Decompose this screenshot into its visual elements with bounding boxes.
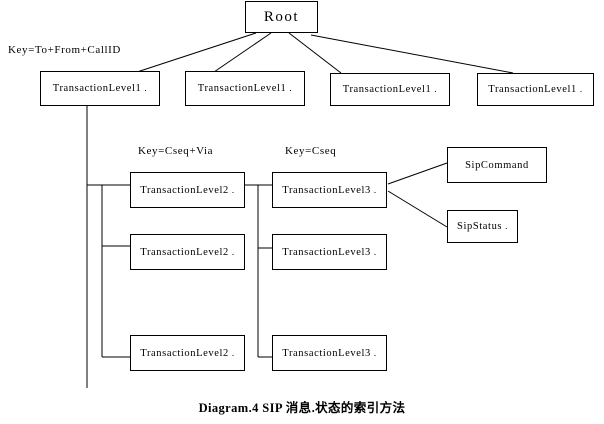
trailing-dot: . xyxy=(231,184,235,195)
trailing-dot: . xyxy=(579,84,583,94)
node-label: TransactionLevel2 xyxy=(140,347,229,359)
node-transaction-level1-1: TransactionLevel1. xyxy=(40,71,160,106)
node-sip-status: SipStatus. xyxy=(447,210,518,243)
node-transaction-level2-2: TransactionLevel2. xyxy=(130,234,245,270)
trailing-dot: . xyxy=(231,246,235,257)
node-transaction-level1-2: TransactionLevel1. xyxy=(185,71,305,106)
node-transaction-level1-3: TransactionLevel1. xyxy=(330,73,450,106)
node-label: TransactionLevel1 xyxy=(488,84,577,95)
node-label: TransactionLevel3 xyxy=(282,246,371,258)
node-label: TransactionLevel2 xyxy=(140,184,229,196)
node-label: TransactionLevel1 xyxy=(197,83,287,94)
node-root: Root xyxy=(245,1,318,33)
node-transaction-level2-3: TransactionLevel2. xyxy=(130,335,245,371)
node-label: TransactionLevel3 xyxy=(282,347,371,359)
node-root-label: Root xyxy=(263,8,300,25)
trailing-dot: . xyxy=(289,83,293,93)
node-label: SipCommand xyxy=(465,159,529,171)
trailing-dot: . xyxy=(373,246,377,257)
diagram-caption: Diagram.4 SIP 消息.状态的索引方法 xyxy=(198,401,406,415)
node-label: TransactionLevel1 xyxy=(52,83,142,94)
node-label: TransactionLevel3 xyxy=(282,184,371,196)
trailing-dot: . xyxy=(373,347,377,358)
key-label-level3: Key=Cseq xyxy=(285,145,337,157)
trailing-dot: . xyxy=(144,83,148,93)
node-transaction-level3-2: TransactionLevel3. xyxy=(272,234,387,270)
node-label: SipStatus xyxy=(457,221,503,232)
node-label: TransactionLevel1 xyxy=(342,84,432,95)
level3-bracket-lines xyxy=(245,184,272,358)
trailing-dot: . xyxy=(434,84,438,94)
level2-bracket-lines xyxy=(86,106,130,388)
node-transaction-level3-1: TransactionLevel3. xyxy=(272,172,387,208)
trailing-dot: . xyxy=(231,347,235,358)
node-label: TransactionLevel2 xyxy=(140,246,229,258)
node-transaction-level2-1: TransactionLevel2. xyxy=(130,172,245,208)
trailing-dot: . xyxy=(505,221,508,231)
key-label-level1: Key=To+From+CallID xyxy=(8,44,121,56)
leaf-branch-lines xyxy=(387,162,448,228)
node-transaction-level3-3: TransactionLevel3. xyxy=(272,335,387,371)
root-branch-lines xyxy=(136,32,514,74)
trailing-dot: . xyxy=(373,184,377,195)
node-sip-command: SipCommand xyxy=(447,147,547,183)
node-transaction-level1-4: TransactionLevel1. xyxy=(477,73,594,106)
key-label-level2: Key=Cseq+Via xyxy=(138,145,214,157)
